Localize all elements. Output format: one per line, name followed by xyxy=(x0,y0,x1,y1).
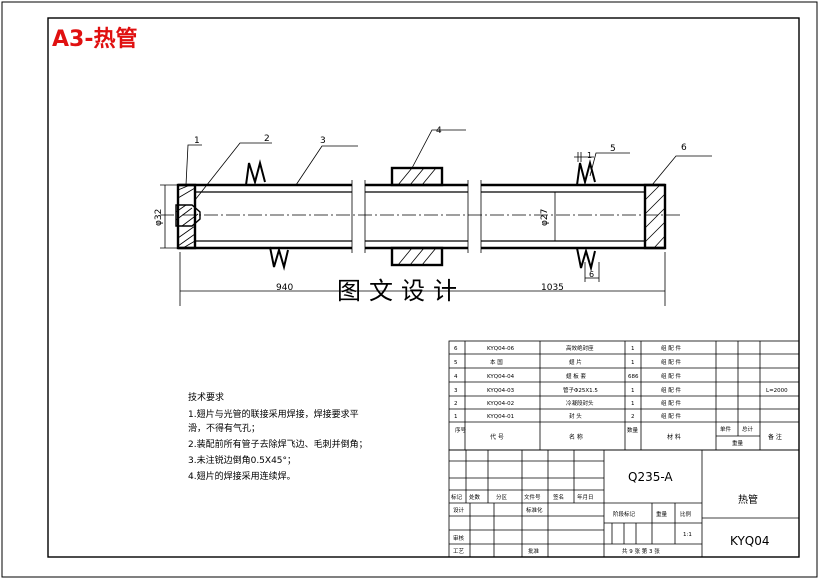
tb-label-weight: 重量 xyxy=(656,510,668,518)
bom-header-code: 代 号 xyxy=(490,433,504,441)
bom-row-3-spec: 组 配 件 xyxy=(661,386,681,394)
tb-label-scale: 比例 xyxy=(680,510,692,518)
dim-fin-pitch: 6 xyxy=(589,270,594,279)
note-line-2: 滑，不得有气孔； xyxy=(188,422,260,434)
balloon-3: 3 xyxy=(320,136,326,146)
technical-notes: 技术要求 1.翅片与光管的联接采用焊接，焊接要求平 滑，不得有气孔； 2.装配前… xyxy=(188,391,368,482)
note-line-1: 1.翅片与光管的联接采用焊接，焊接要求平 xyxy=(188,408,359,420)
tb-label-review: 审核 xyxy=(453,534,465,542)
bom-row-2-name: 冷凝段封头 xyxy=(566,399,594,407)
bom-row-5-qty: 1 xyxy=(631,360,635,366)
bom-row-5-no: 5 xyxy=(454,360,458,366)
balloon-1: 1 xyxy=(194,136,200,146)
tb-part-name: 热管 xyxy=(738,493,758,506)
watermark-caption: 图文设计 xyxy=(337,277,465,305)
bom-row-3-qty: 1 xyxy=(631,388,635,394)
note-line-4: 3.未注锐边倒角0.5X45°； xyxy=(188,454,296,466)
tb-label-approve: 批准 xyxy=(528,547,540,555)
bom-row-6-code: KYQ04-06 xyxy=(487,346,515,352)
dim-length-right: 1035 xyxy=(541,283,564,293)
tb-drawing-no: KYQ04 xyxy=(730,534,770,548)
bom-row-3-name: 管子Φ25X1.5 xyxy=(563,386,598,394)
bom-row-1-no: 1 xyxy=(454,414,458,420)
bom-row-1-code: KYQ04-01 xyxy=(487,414,514,420)
tb-label-stage: 阶段标记 xyxy=(613,510,636,518)
bom-row-2-code: KYQ04-02 xyxy=(487,401,514,407)
tb-label-standard: 标准化 xyxy=(526,506,543,514)
title-block: 标记 处数 分区 文件号 签名 年月日 设计 标准化 审核 工艺 批准 阶段标记… xyxy=(448,449,800,558)
tb-label-process: 工艺 xyxy=(453,548,465,555)
bom-row-3-no: 3 xyxy=(454,388,458,394)
bom-row-4-spec: 组 配 件 xyxy=(661,372,681,380)
balloon-2: 2 xyxy=(264,134,270,144)
leaders xyxy=(185,129,712,201)
tb-scale-value: 1:1 xyxy=(683,532,692,538)
bom-row-5-spec: 组 配 件 xyxy=(661,358,681,366)
tb-label-zone: 分区 xyxy=(496,493,508,501)
dim-outer-diameter: φ32 xyxy=(154,209,164,226)
bom-row-5-code: 本 国 xyxy=(490,358,503,366)
bom-row-1-spec: 组 配 件 xyxy=(661,412,681,420)
tube-middle-segment xyxy=(365,183,468,250)
bom-table: 6 KYQ04-06 高效绝封座 1 组 配 件 5 本 国 翅 片 1 组 配… xyxy=(448,340,800,451)
dim-length-left: 940 xyxy=(276,283,293,293)
bom-header-no: 序号 xyxy=(455,426,467,434)
bom-row-6-name: 高效绝封座 xyxy=(566,344,594,352)
bom-row-2-qty: 1 xyxy=(631,401,635,407)
balloon-4: 4 xyxy=(436,126,442,136)
bom-row-4-no: 4 xyxy=(454,374,458,380)
bom-header-name: 名 称 xyxy=(569,433,583,441)
bom-row-6-spec: 组 配 件 xyxy=(661,344,681,352)
bom-row-4-code: KYQ04-04 xyxy=(487,374,515,380)
bom-row-5-name: 翅 片 xyxy=(569,358,582,366)
bom-row-1-name: 封 头 xyxy=(569,412,582,420)
tb-sheets: 共 9 张 第 3 张 xyxy=(622,547,660,555)
dim-inner-diameter: φ27 xyxy=(540,209,550,226)
tb-label-design: 设计 xyxy=(453,506,465,514)
bom-row-2-spec: 组 配 件 xyxy=(661,399,681,407)
bom-header-weight: 重量 xyxy=(732,439,744,447)
note-line-5: 4.翅片的焊接采用连续焊。 xyxy=(188,470,296,482)
bom-row-2-no: 2 xyxy=(454,401,458,407)
bom-row-1-qty: 2 xyxy=(631,414,635,420)
bom-header-single: 单件 xyxy=(720,425,732,433)
balloon-6: 6 xyxy=(681,143,687,153)
tb-label-sign: 签名 xyxy=(553,493,564,501)
bom-row-3-note: L=2000 xyxy=(766,388,788,394)
inner-frame xyxy=(47,17,800,558)
tube-right-segment xyxy=(481,183,665,250)
bom-row-3-code: KYQ04-03 xyxy=(487,388,515,394)
bom-header-material: 材 料 xyxy=(667,433,681,441)
tb-label-date: 年月日 xyxy=(577,493,594,501)
break-lines xyxy=(351,180,482,253)
note-line-3: 2.装配前所有管子去除焊飞边、毛刺并倒角； xyxy=(188,438,368,450)
dimension-lines xyxy=(160,184,666,306)
bom-row-6-qty: 1 xyxy=(631,346,635,352)
flange-part4 xyxy=(390,166,444,267)
bom-header-total: 总计 xyxy=(742,425,754,433)
tb-label-count: 处数 xyxy=(469,493,481,501)
tb-label-docno: 文件号 xyxy=(524,493,541,501)
tube-left-segment xyxy=(178,183,352,250)
left-end-cap xyxy=(175,183,201,250)
bom-header-remark: 备 注 xyxy=(768,433,782,441)
bom-row-4-qty: 686 xyxy=(628,374,639,380)
sheet-title: A3-热管 xyxy=(52,26,137,52)
bom-header-qty: 数量 xyxy=(627,426,639,434)
balloon-5: 5 xyxy=(610,144,616,154)
tb-label-mark: 标记 xyxy=(451,493,463,501)
tb-material: Q235-A xyxy=(628,470,673,484)
notes-heading: 技术要求 xyxy=(188,391,224,403)
bom-row-4-name: 翅 板 套 xyxy=(566,372,586,380)
right-end-cap xyxy=(643,183,667,250)
bom-row-6-no: 6 xyxy=(454,346,458,352)
balloon-fin-thickness: 1 xyxy=(587,151,592,160)
